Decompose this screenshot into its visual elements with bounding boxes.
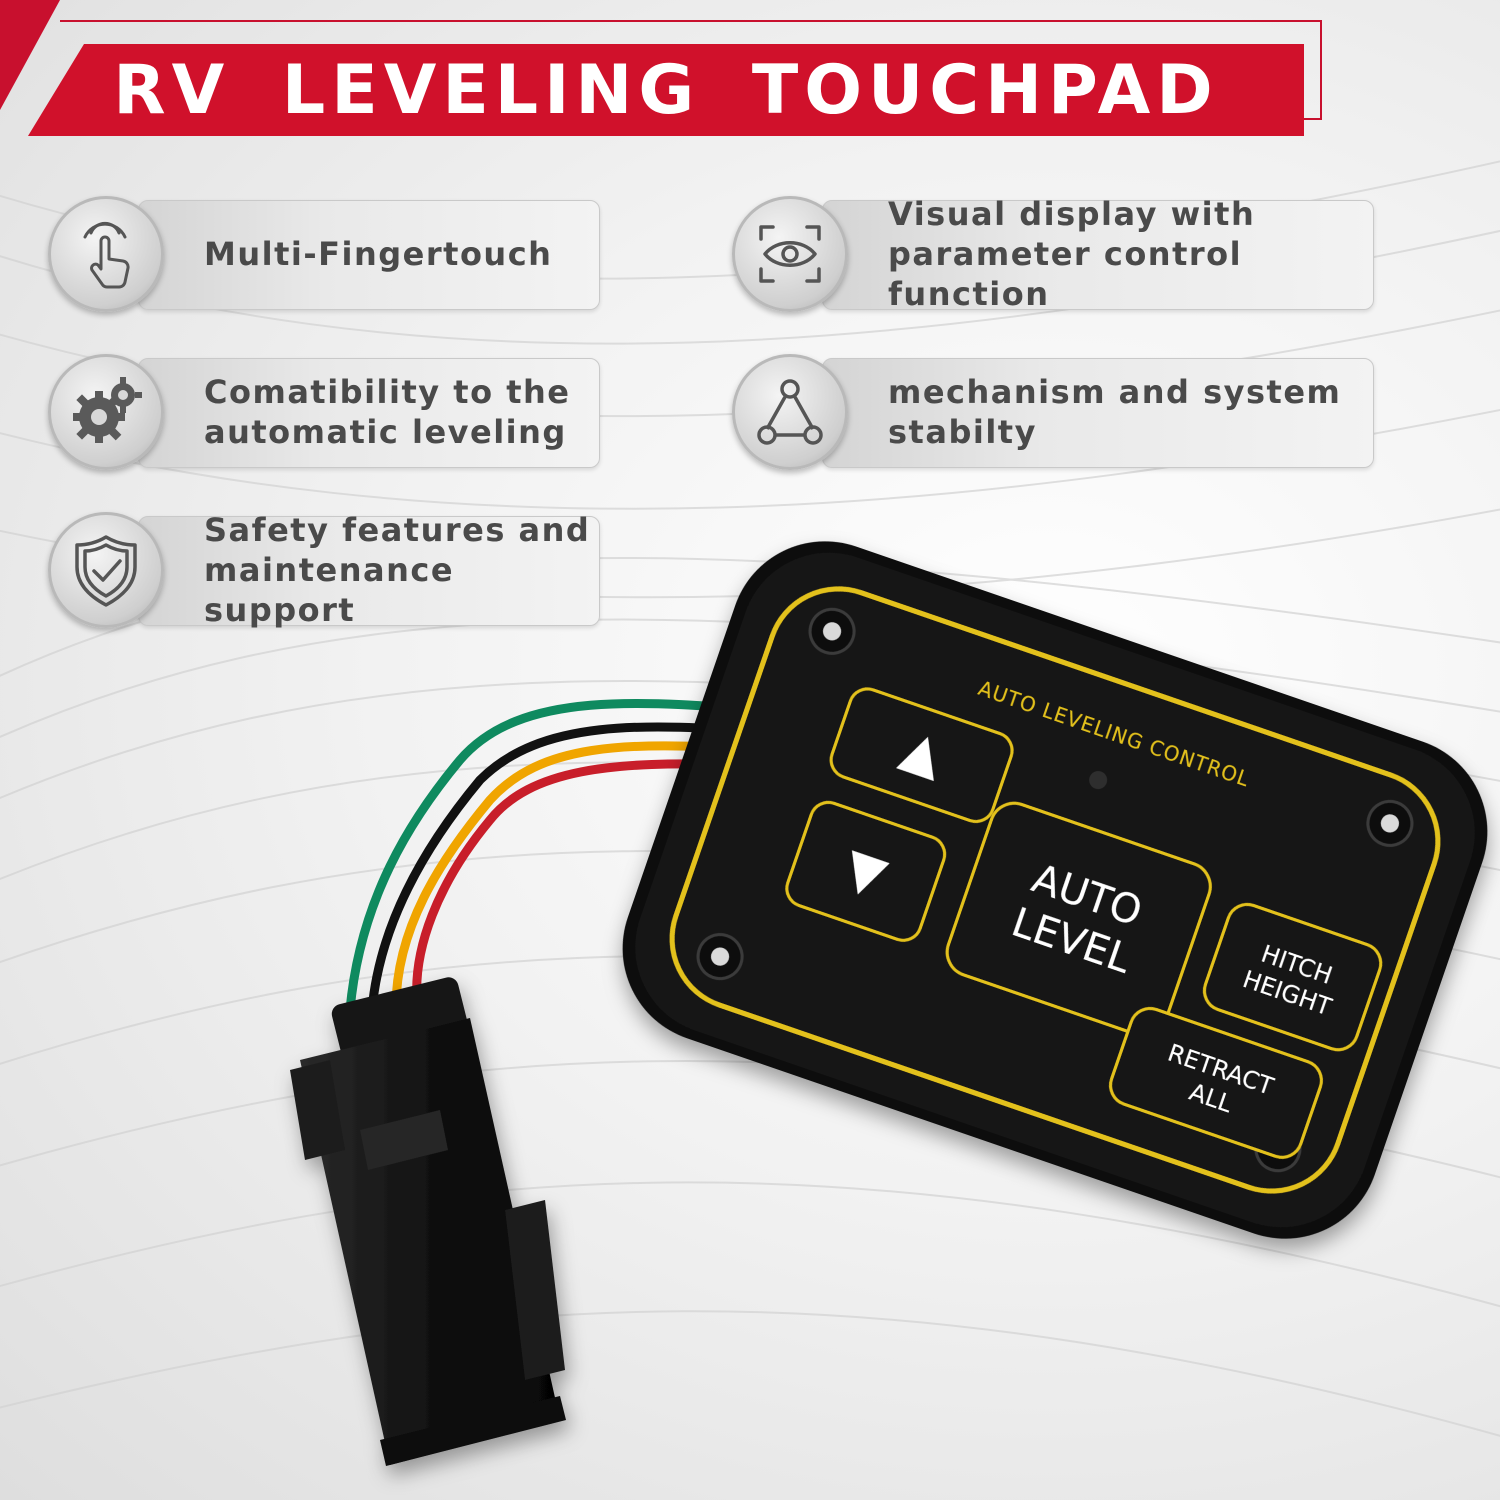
feature-stability: mechanism and system stabilty <box>732 354 1374 474</box>
triangle-nodes-icon <box>757 379 823 445</box>
feature-text-line: Comatibility to the <box>204 373 571 411</box>
feature-icon-badge <box>48 354 164 470</box>
feature-multi-fingertouch: Multi-Fingertouch <box>48 196 600 316</box>
page-title: RV LEVELING TOUCHPAD <box>113 50 1219 130</box>
feature-safety: Safety features and maintenance support <box>48 511 600 632</box>
feature-pill <box>822 358 1374 468</box>
feature-text-line: parameter control function <box>888 235 1243 313</box>
feature-pill <box>138 200 600 310</box>
feature-text-line: Multi-Fingertouch <box>204 235 553 273</box>
feature-label: Safety features and maintenance support <box>204 511 600 629</box>
title-banner <box>28 44 1304 136</box>
feature-text-line: mechanism and system <box>888 373 1342 411</box>
feature-icon-badge <box>48 196 164 312</box>
feature-compatibility: Comatibility to the automatic leveling <box>48 354 600 474</box>
up-key <box>829 687 1014 824</box>
touchpad-body: AUTO LEVELING CONTROL ▲ ▼ AUTO LEVEL HIT… <box>622 541 1488 1239</box>
feature-label: Multi-Fingertouch <box>204 196 552 312</box>
feature-icon-badge <box>732 354 848 470</box>
hitch-height-key <box>1202 902 1383 1052</box>
feature-pill <box>822 200 1374 310</box>
feature-visual-display: Visual display with parameter control fu… <box>732 195 1374 316</box>
auto-level-key <box>945 801 1212 1037</box>
feature-label: Visual display with parameter control fu… <box>888 195 1374 313</box>
wire-harness <box>345 698 790 1015</box>
shield-check-icon <box>75 535 137 607</box>
feature-pill <box>138 358 600 468</box>
feature-text-line: Visual display with <box>888 195 1256 233</box>
retract-all-key <box>1109 1007 1323 1159</box>
feature-text-line: maintenance support <box>204 551 455 629</box>
wire-red <box>412 759 745 1015</box>
down-key <box>785 800 947 942</box>
wire-yellow <box>391 741 765 1015</box>
eye-scan-icon <box>759 225 821 283</box>
feature-label: Comatibility to the automatic leveling <box>204 354 570 470</box>
finger-touch-icon <box>83 221 130 289</box>
feature-text-line: stabilty <box>888 413 1037 451</box>
feature-pill <box>138 516 600 626</box>
wire-green <box>345 698 790 1015</box>
status-led <box>1089 771 1108 790</box>
feature-icon-badge <box>48 512 164 628</box>
feature-text-line: automatic leveling <box>204 413 567 451</box>
gears-icon <box>73 377 142 443</box>
feature-icon-badge <box>732 196 848 312</box>
feature-label: mechanism and system stabilty <box>888 354 1341 470</box>
wire-black <box>367 722 780 1015</box>
connector-plug <box>290 977 566 1466</box>
feature-text-line: Safety features and <box>204 511 591 549</box>
